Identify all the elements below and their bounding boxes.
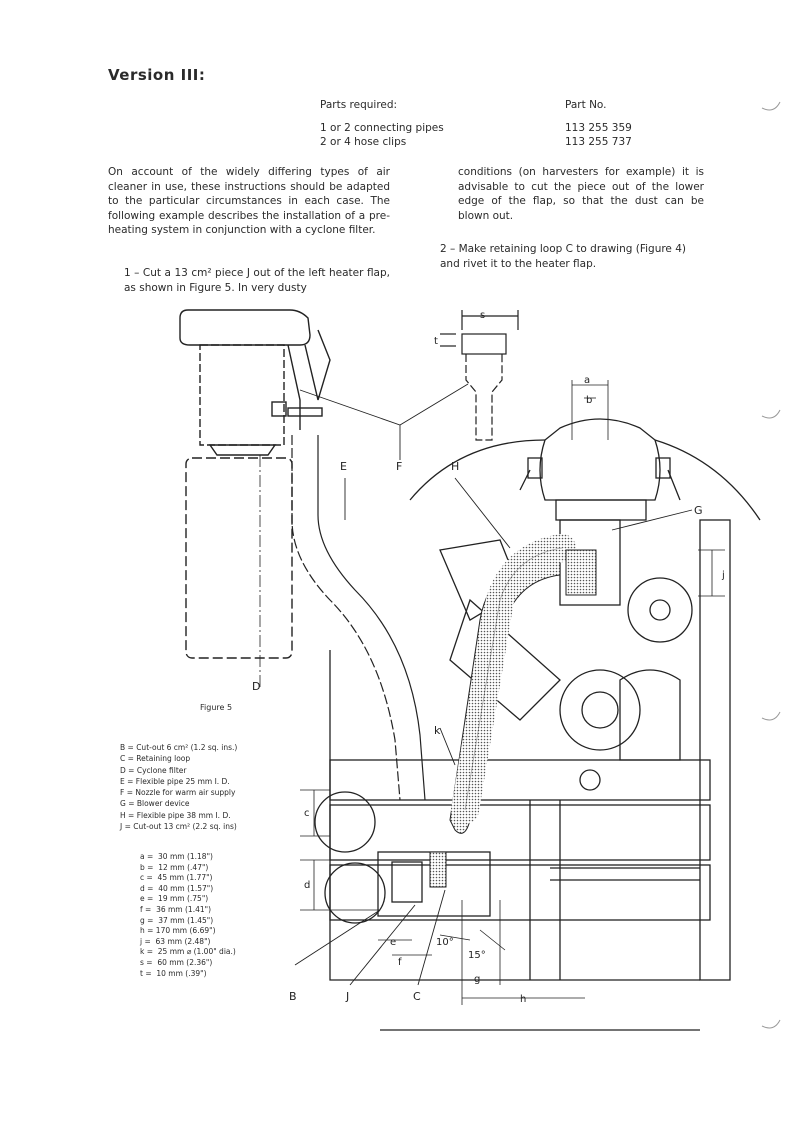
legend-item: J = Cut-out 13 cm² (2.2 sq. ins) (120, 822, 237, 832)
legend-item: F = Nozzle for warm air supply (120, 788, 236, 798)
dimension-item: s = 60 mm (2.36") (140, 957, 213, 967)
dim-label-c: c (304, 808, 310, 819)
dimension-item: e = 19 mm (.75") (140, 894, 209, 904)
label-j: J (345, 990, 349, 1003)
legend-item: E = Flexible pipe 25 mm I. D. (120, 776, 230, 786)
engine-drawing (314, 418, 761, 1031)
angle-label-15: 15° (468, 950, 486, 961)
label-g: G (694, 504, 703, 517)
step-1-continuation: conditions (on harvesters for example) i… (458, 166, 704, 222)
dim-label-a: a (584, 375, 590, 386)
dim-label-t: t (434, 336, 438, 347)
dimension-item: f = 36 mm (1.41") (140, 904, 212, 914)
dimension-item: t = 10 mm (.39") (140, 968, 207, 978)
dim-label-h: h (520, 994, 526, 1005)
legend-item: B = Cut-out 6 cm² (1.2 sq. ins.) (120, 743, 238, 752)
dim-label-e: e (390, 937, 396, 948)
dim-label-d: d (304, 880, 310, 891)
dimension-item: c = 45 mm (1.77") (140, 873, 213, 883)
step-2-text: 2 – Make retaining loop C to drawing (Fi… (440, 243, 687, 270)
step-1-text: 1 – Cut a 13 cm² piece J out of the left… (124, 267, 390, 294)
part-name: 2 or 4 hose clips (320, 136, 407, 148)
angle-label-10: 10° (436, 937, 454, 948)
page-heading: Version III: (108, 66, 206, 84)
dim-label-b: b (586, 395, 592, 406)
label-b: B (289, 990, 297, 1003)
part-number: 113 255 737 (565, 136, 632, 148)
dim-label-g: g (474, 974, 480, 985)
part-number-label: Part No. (565, 99, 607, 111)
label-d: D (252, 680, 260, 693)
part-number: 113 255 359 (565, 122, 632, 134)
dimension-item: j = 63 mm (2.48") (140, 936, 211, 946)
dim-label-s: s (480, 310, 485, 321)
parts-required-label: Parts required: (320, 99, 398, 111)
dim-label-f: f (398, 957, 402, 968)
legend-item: C = Retaining loop (120, 754, 191, 764)
dimension-item: g = 37 mm (1.45") (140, 915, 214, 925)
dimension-item: a = 30 mm (1.18") (140, 852, 213, 861)
label-h: H (451, 460, 459, 473)
flexible-pipe-e-drawing (291, 435, 426, 801)
legend-item: G = Blower device (120, 799, 190, 809)
legend-list: B = Cut-out 6 cm² (1.2 sq. ins.) C = Ret… (120, 742, 237, 832)
intro-paragraph: On account of the widely differing types… (108, 166, 390, 236)
dimension-item: d = 40 mm (1.57") (140, 883, 214, 893)
dimension-lines (300, 380, 725, 1005)
label-f: F (396, 460, 402, 473)
nozzle-detail-drawing (440, 310, 519, 441)
label-e: E (340, 460, 347, 473)
binder-hole-marks (761, 101, 781, 1029)
label-c: C (413, 990, 421, 1003)
dimension-item: h = 170 mm (6.69") (140, 926, 216, 936)
dimension-list: a = 30 mm (1.18") b = 12 mm (.47") c = 4… (140, 852, 236, 979)
leader-lines (294, 383, 693, 986)
flexible-pipe-h-drawing (429, 534, 597, 888)
cyclone-filter-drawing (179, 309, 331, 690)
legend-item: H = Flexible pipe 38 mm I. D. (120, 810, 231, 820)
dim-label-j: j (721, 570, 725, 581)
dimension-item: k = 25 mm ⌀ (1.00" dia.) (140, 947, 236, 957)
dimension-item: b = 12 mm (.47") (140, 862, 209, 872)
part-name: 1 or 2 connecting pipes (320, 122, 444, 134)
figure-caption: Figure 5 (200, 703, 233, 712)
label-k: k (434, 724, 441, 737)
legend-item: D = Cyclone filter (120, 765, 187, 775)
